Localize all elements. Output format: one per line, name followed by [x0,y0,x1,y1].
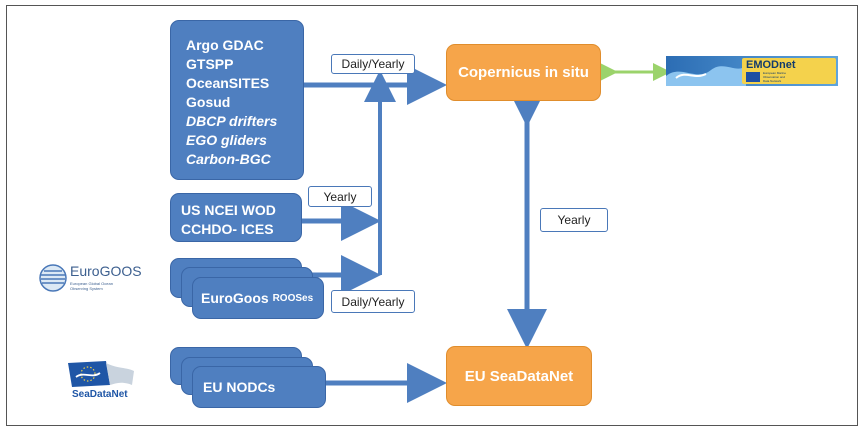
roos-label-main: EuroGoos [201,290,273,306]
eurogoos-sub-1: European Global Ocean [70,281,113,286]
eu-flag-icon [746,72,760,82]
nodc-box: EU NODCs [192,366,326,408]
eurogoos-title: EuroGOOS [70,263,142,279]
diagram-frame [6,5,858,426]
source-gtspp: GTSPP [186,56,234,72]
copernicus-box: Copernicus in situ [446,44,601,101]
label-top-frequency: Daily/Yearly [331,54,415,74]
source-oceansites: OceanSITES [186,75,270,91]
seadatanet-flag-icon [68,361,134,387]
source-argo-gdac: Argo GDAC [186,37,264,53]
emodnet-sub-3: Data Network [763,79,782,83]
source-cchdo-ices: CCHDO- ICES [181,221,274,237]
eurogoos-globe-icon [39,264,67,292]
seadatanet-label: EU SeaDataNet [464,367,574,385]
label-ncei-frequency: Yearly [308,186,372,207]
seadatanet-logo-label: SeaDataNet [72,389,128,400]
emodnet-sub-1: European Marine [763,71,787,75]
emodnet-logo: EMODnet European Marine Observation and … [666,56,838,86]
eurogoos-logo: EuroGOOS European Global Ocean Observing… [38,262,148,294]
emodnet-title: EMODnet [746,59,796,71]
emodnet-sub-2: Observation and [763,75,786,79]
source-carbon-bgc: Carbon-BGC [186,151,271,167]
emodnet-wave-icon [666,66,746,86]
seadatanet-box: EU SeaDataNet [446,346,592,406]
eurogoos-sub-2: Observing System [70,286,103,291]
label-roos-text: Daily/Yearly [341,294,405,309]
label-vertical-frequency: Yearly [540,208,608,232]
label-top-text: Daily/Yearly [341,57,405,71]
seadatanet-logo: SeaDataNet [66,359,146,401]
source-us-ncei-wod: US NCEI WOD [181,202,276,218]
ncei-sources-box: US NCEI WOD CCHDO- ICES [170,193,302,242]
roos-box: EuroGoos ROOSes [192,277,324,319]
copernicus-label: Copernicus in situ [458,64,589,81]
source-ego-gliders: EGO gliders [186,132,267,148]
source-gosud: Gosud [186,94,231,110]
gdac-sources-box: Argo GDAC GTSPP OceanSITES Gosud DBCP dr… [170,20,304,180]
label-vertical-text: Yearly [557,213,591,227]
source-dbcp-drifters: DBCP drifters [186,113,278,129]
label-ncei-text: Yearly [323,189,357,204]
label-roos-frequency: Daily/Yearly [331,290,415,313]
nodc-label: EU NODCs [203,379,276,395]
roos-label-small: ROOSes [272,292,314,304]
